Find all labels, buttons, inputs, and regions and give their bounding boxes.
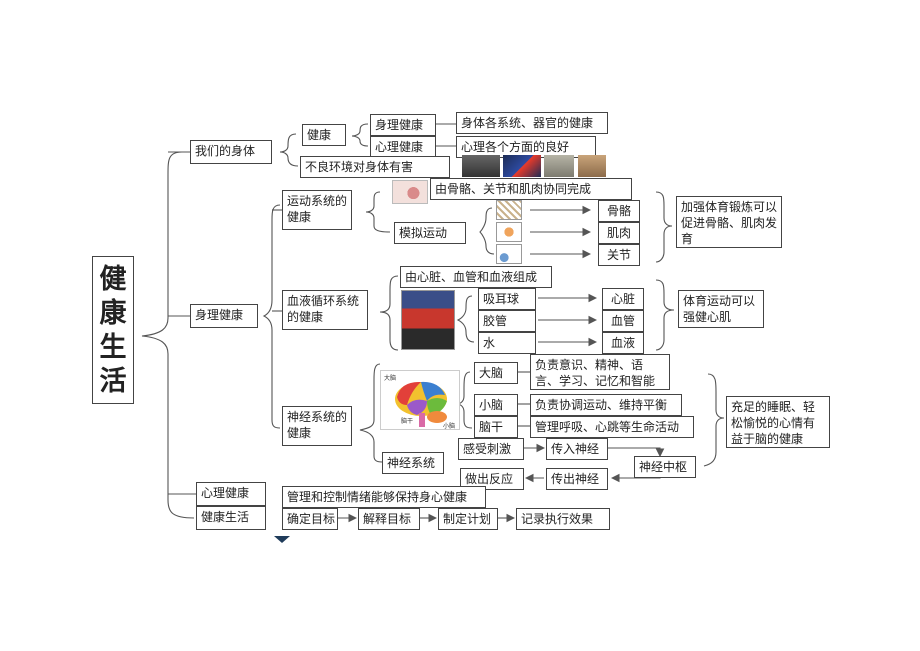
pollution-photo-1 [462, 155, 500, 177]
circulation-tip: 体育运动可以强健心肌 [678, 290, 764, 328]
motion-desc: 由骨骼、关节和肌肉协同完成 [430, 178, 632, 200]
nerve-system-node: 神经系统的健康 [282, 406, 352, 446]
health-node: 健康 [302, 124, 346, 146]
cerebrum-node: 大脑 [474, 362, 518, 384]
simulate-node: 模拟运动 [394, 222, 466, 244]
mental-desc: 管理和控制情绪能够保持身心健康 [282, 486, 486, 508]
circulation-system-node: 血液循环系统的健康 [282, 290, 368, 330]
circulation-desc: 由心脏、血管和血液组成 [400, 266, 552, 288]
bone-node: 骨骼 [598, 200, 640, 222]
brainstem-node: 脑干 [474, 416, 518, 438]
center-node: 神经中枢 [634, 456, 696, 478]
pollution-photo-3 [544, 155, 574, 177]
muscle-node: 肌肉 [598, 222, 640, 244]
brain-drawing: 大脑 脑干 小脑 [384, 374, 455, 430]
cerebellum-node: 小脑 [474, 394, 518, 416]
water-node: 水 [478, 332, 536, 354]
cerebellum-role: 负责协调运动、维持平衡 [530, 394, 682, 416]
mental-health-node: 心理健康 [370, 136, 436, 158]
branch-body: 我们的身体 [190, 140, 272, 164]
branch-physical: 身理健康 [190, 304, 258, 328]
pollution-photo-4 [578, 155, 606, 177]
vessel-node: 血管 [602, 310, 644, 332]
pollution-photo-2 [503, 155, 541, 177]
cerebrum-role: 负责意识、精神、语言、学习、记忆和智能 [530, 354, 670, 390]
stick-model-icon [496, 200, 522, 220]
step-goal: 确定目标 [282, 508, 338, 530]
brain-label-cerebellum: 小脑 [443, 422, 455, 430]
nerve-tip: 充足的睡眠、轻松愉悦的心情有益于脑的健康 [726, 396, 830, 448]
step-plan: 制定计划 [438, 508, 498, 530]
motion-system-node: 运动系统的健康 [282, 190, 352, 230]
mental-health-desc: 心理各个方面的良好 [456, 136, 596, 158]
step-record: 记录执行效果 [516, 508, 610, 530]
branch-life: 健康生活 [196, 506, 266, 530]
stimulus-node: 感受刺激 [458, 438, 524, 460]
arm-illustration [392, 180, 428, 204]
root-title: 健康生活 [92, 256, 134, 404]
joint-model-icon [496, 244, 522, 264]
step-explain: 解释目标 [358, 508, 420, 530]
tube-node: 胶管 [478, 310, 536, 332]
heart-node: 心脏 [602, 288, 644, 310]
response-node: 做出反应 [460, 468, 524, 490]
brain-label-cerebrum: 大脑 [384, 374, 396, 382]
branch-mental: 心理健康 [196, 482, 266, 506]
physical-health-node: 身理健康 [370, 114, 436, 136]
motion-tip: 加强体育锻炼可以促进骨骼、肌肉发育 [676, 196, 782, 248]
joint-node: 关节 [598, 244, 640, 266]
brain-label-stem: 脑干 [401, 417, 413, 425]
physical-health-desc: 身体各系统、器官的健康 [456, 112, 608, 134]
triangle-marker [274, 536, 290, 543]
brainstem-role: 管理呼吸、心跳等生命活动 [530, 416, 694, 438]
nerve-system-label: 神经系统 [382, 452, 444, 474]
blood-node: 血液 [602, 332, 644, 354]
afferent-node: 传入神经 [546, 438, 608, 460]
elastic-model-icon [496, 222, 522, 242]
bulb-node: 吸耳球 [478, 288, 536, 310]
brain-illustration: 大脑 脑干 小脑 [380, 370, 460, 430]
environment-node: 不良环境对身体有害 [300, 156, 450, 178]
students-photo [401, 290, 455, 350]
efferent-node: 传出神经 [546, 468, 608, 490]
